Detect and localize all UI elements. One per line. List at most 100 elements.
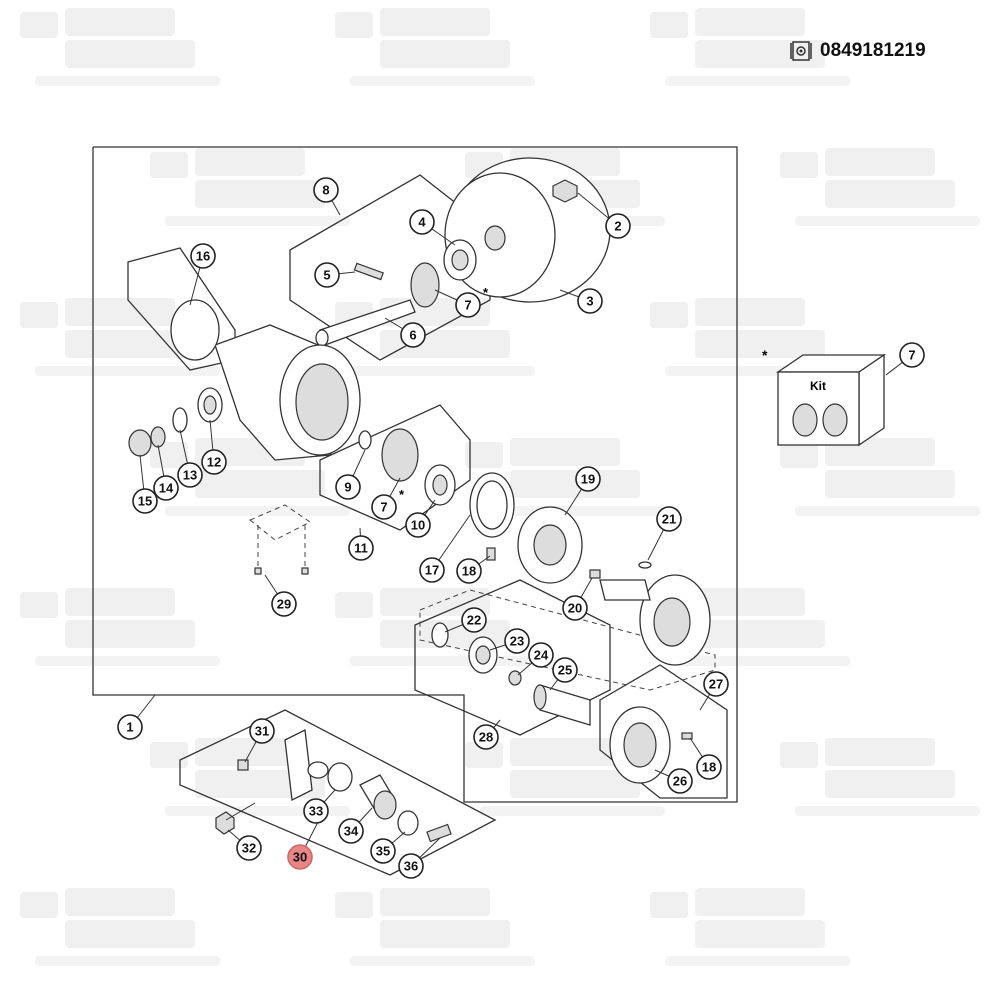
watermark-logo: [20, 888, 220, 966]
callout-29[interactable]: 29: [271, 591, 297, 617]
watermark-logo: [780, 438, 980, 516]
callout-13[interactable]: 13: [177, 462, 203, 488]
callout-20[interactable]: 20: [562, 595, 588, 621]
bearing-part-10: [424, 464, 456, 506]
dashed-group: [419, 589, 716, 691]
bolt-part-32: [215, 802, 256, 835]
asterisk-marker: *: [483, 285, 489, 300]
callout-16[interactable]: 16: [190, 243, 216, 269]
callout-31[interactable]: 31: [249, 718, 275, 744]
kit-label: Kit: [810, 379, 826, 393]
callout-35[interactable]: 35: [370, 838, 396, 864]
callout-10[interactable]: 10: [405, 512, 431, 538]
callout-number: 36: [404, 859, 418, 874]
callout-11[interactable]: 11: [348, 535, 374, 561]
parts-catalog-icon: [790, 41, 812, 61]
callout-18[interactable]: 18: [696, 754, 722, 780]
callout-number: 7: [464, 298, 471, 313]
callout-number: 8: [322, 183, 329, 198]
callout-kit-7[interactable]: 7: [885, 342, 925, 376]
callout-3[interactable]: 3: [577, 288, 603, 314]
screw-part-18: [486, 547, 496, 561]
screw-part-18b: [681, 732, 693, 740]
flywheel-part-3: [444, 157, 611, 303]
callout-24[interactable]: 24: [528, 642, 554, 668]
callout-number: 16: [196, 249, 210, 264]
watermark-logo: [780, 738, 980, 816]
callout-number: 24: [534, 648, 549, 663]
part-number: 0849181219: [820, 40, 926, 61]
callout-1[interactable]: 1: [117, 714, 143, 740]
washer-part-14: [150, 426, 166, 448]
callout-15[interactable]: 15: [132, 488, 158, 514]
callout-number: 33: [309, 804, 323, 819]
circlip-part-22: [431, 622, 449, 648]
callout-6[interactable]: 6: [400, 322, 426, 348]
callout-number: 19: [581, 472, 595, 487]
callout-18[interactable]: 18: [456, 558, 482, 584]
callout-number: 18: [462, 564, 476, 579]
callout-number: 25: [558, 663, 572, 678]
callout-19[interactable]: 19: [575, 466, 601, 492]
callout-8[interactable]: 8: [313, 177, 339, 203]
cap-part-15: [128, 429, 152, 457]
group-27-outline: [599, 664, 728, 799]
callout-21[interactable]: 21: [656, 506, 682, 532]
callout-number: 4: [418, 215, 426, 230]
callout-number: 15: [138, 494, 152, 509]
callout-22[interactable]: 22: [461, 607, 487, 633]
callout-27[interactable]: 27: [703, 671, 729, 697]
callout-number: 22: [467, 613, 481, 628]
callout-2[interactable]: 2: [605, 213, 631, 239]
bevel-gear-part-7: [410, 262, 440, 308]
callout-32[interactable]: 32: [236, 835, 262, 861]
asterisk-marker: *: [399, 487, 405, 502]
callout-5[interactable]: 5: [314, 262, 340, 288]
nut-part-2: [552, 179, 578, 203]
watermark-logo: [335, 888, 535, 966]
callout-number: 34: [344, 824, 359, 839]
callout-number: 10: [411, 518, 425, 533]
part-number-header: 0849181219: [790, 40, 926, 62]
callout-number: 28: [479, 730, 493, 745]
callout-36[interactable]: 36: [398, 853, 424, 879]
screw-part-31: [237, 759, 249, 771]
roller-part-34: [359, 774, 397, 820]
callout-number: 2: [614, 219, 621, 234]
callout-number: 31: [255, 724, 269, 739]
callout-number: 3: [586, 294, 593, 309]
callout-number: 13: [183, 468, 197, 483]
washer-part-35: [397, 810, 419, 836]
bolt-part-36: [426, 823, 452, 843]
callout-28[interactable]: 28: [473, 724, 499, 750]
callout-25[interactable]: 25: [552, 657, 578, 683]
callout-7[interactable]: 7: [455, 292, 481, 318]
callout-23[interactable]: 23: [504, 628, 530, 654]
callout-12[interactable]: 12: [201, 449, 227, 475]
callout-number: 21: [662, 512, 676, 527]
callout-17[interactable]: 17: [419, 557, 445, 583]
callout-number: 20: [568, 601, 582, 616]
seal-part-13: [172, 407, 188, 433]
group-8-outline: [289, 174, 491, 361]
group-30-outline: [179, 709, 497, 876]
callout-14[interactable]: 14: [153, 475, 179, 501]
callout-number: 1: [126, 720, 133, 735]
callout-4[interactable]: 4: [409, 209, 435, 235]
bearing-part-19: [517, 506, 583, 584]
bracket-part-30: [284, 729, 329, 801]
callout-33[interactable]: 33: [303, 798, 329, 824]
callout-7[interactable]: 7: [371, 494, 397, 520]
callout-number: 12: [207, 455, 221, 470]
callout-26[interactable]: 26: [667, 768, 693, 794]
housing: [214, 324, 361, 461]
watermark-logo: [150, 148, 350, 226]
callout-34[interactable]: 34: [338, 818, 364, 844]
callout-30-highlighted[interactable]: 30: [287, 844, 313, 870]
callout-9[interactable]: 9: [335, 474, 361, 500]
washer-part-33: [327, 762, 353, 792]
callout-number: 11: [354, 541, 368, 556]
ring-part-21: [638, 561, 652, 569]
